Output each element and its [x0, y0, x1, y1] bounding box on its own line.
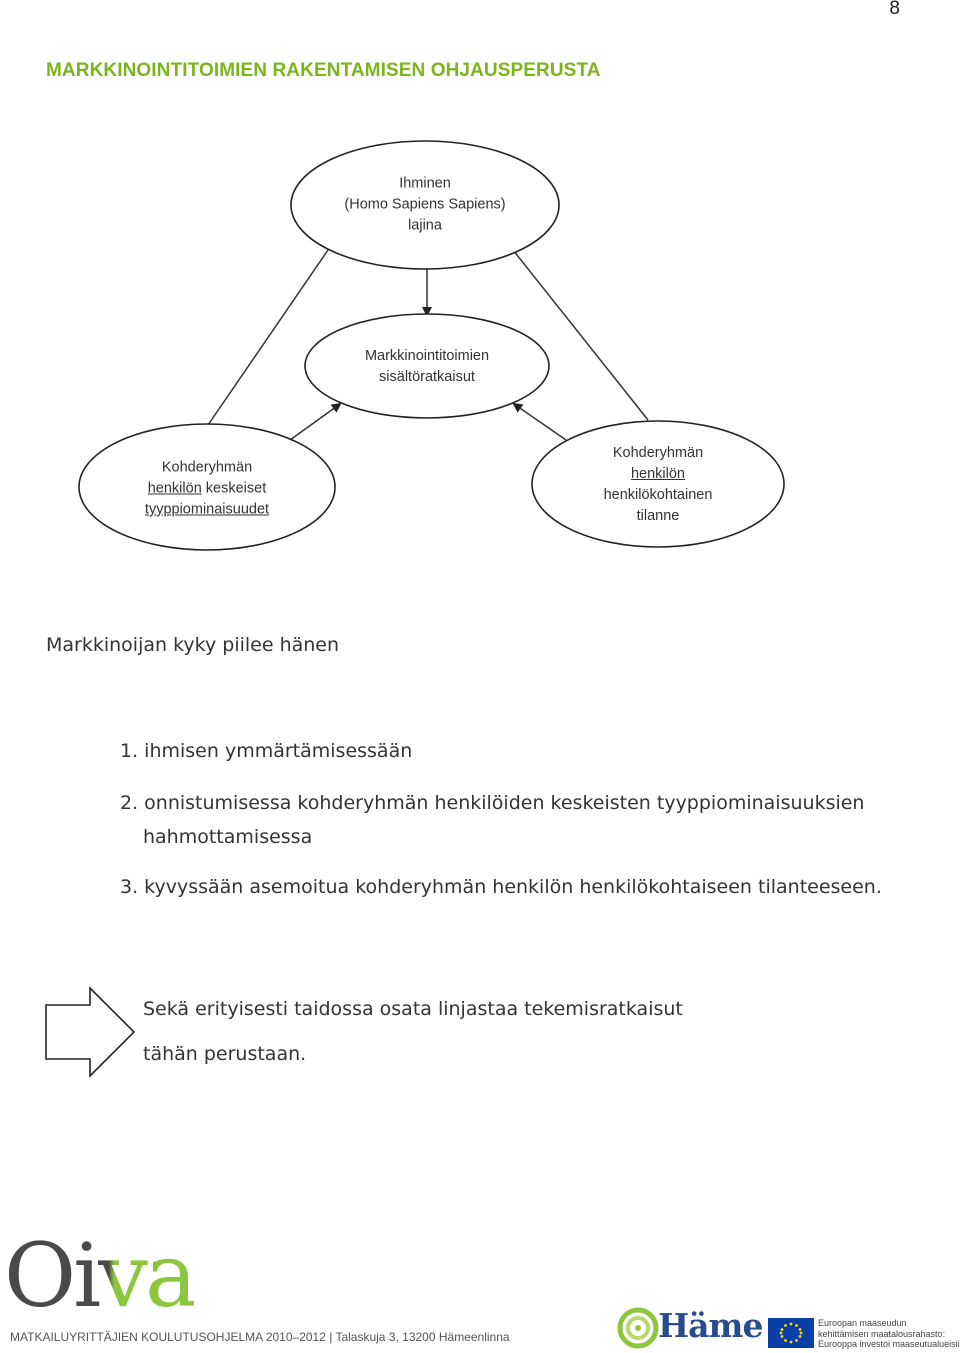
right-arrow-icon: [45, 986, 136, 1078]
hame-swirl-icon: [617, 1307, 659, 1349]
hame-logo: Häme: [616, 1306, 763, 1350]
node-left-line: henkilön keskeiset: [145, 479, 269, 500]
concept-diagram: [78, 140, 785, 551]
oiva-logo: Oiva: [4, 1232, 197, 1320]
node-left-ellipse: [78, 423, 336, 551]
eu-funding-text: Euroopan maaseudun kehittämisen maatalou…: [818, 1318, 960, 1350]
node-right-ellipse: [531, 420, 785, 548]
eu-flag-icon: [768, 1318, 814, 1348]
intro-text: Markkinoijan kyky piilee hänen: [46, 634, 340, 656]
node-center: Markkinointitoimien sisältöratkaisut: [365, 346, 489, 388]
eu-text-line: Eurooppa investoi maaseutualueisiin: [818, 1339, 960, 1349]
underlined-word: henkilön: [630, 466, 685, 482]
node-right-line: henkilökohtainen: [603, 487, 713, 503]
arrow-note-line: Sekä erityisesti taidossa osata linjasta…: [143, 998, 683, 1020]
page-title: MARKKINOINTITOIMIEN RAKENTAMISEN OHJAUSP…: [46, 60, 601, 81]
node-top-line: lajina: [408, 217, 442, 234]
hame-logo-text: Häme: [658, 1306, 763, 1345]
arrow-left-to-center: [289, 402, 342, 441]
node-left-line: tyyppiominaisuudet: [145, 500, 269, 521]
node-center-line: Markkinointitoimien: [364, 348, 490, 364]
footer-program-text: MATKAILUYRITTÄJIEN KOULUTUSOHJELMA 2010–…: [10, 1330, 510, 1344]
list-item-continuation: hahmottamisessa: [143, 826, 313, 848]
arrow-right-to-center: [512, 402, 567, 441]
node-top: Ihminen (Homo Sapiens Sapiens) lajina: [344, 174, 505, 237]
underlined-word: henkilön: [147, 480, 202, 497]
oiva-logo-text: Oiva: [4, 1224, 197, 1327]
node-center-line: sisältöratkaisut: [379, 369, 475, 385]
node-right-line: Kohderyhmän: [612, 445, 704, 461]
list-item: 1. ihmisen ymmärtämisessään: [120, 740, 413, 762]
eu-text-line: Euroopan maaseudun: [818, 1318, 907, 1328]
list-item: 3. kyvyssään asemoitua kohderyhmän henki…: [120, 876, 882, 898]
eu-text-line: kehittämisen maatalousrahasto:: [818, 1328, 946, 1339]
connector-top-left: [207, 249, 329, 426]
connector-top-right: [512, 249, 649, 421]
node-center-ellipse: [304, 313, 550, 419]
node-top-line: Ihminen: [399, 175, 451, 192]
node-right-line: henkilön: [604, 464, 713, 485]
page-number: 8: [889, 0, 900, 19]
node-top-line: (Homo Sapiens Sapiens): [344, 196, 506, 213]
node-top-ellipse: [290, 140, 560, 270]
node-right-line: tilanne: [636, 508, 680, 524]
arrow-note-line: tähän perustaan.: [143, 1043, 307, 1065]
node-right: Kohderyhmän henkilön henkilökohtainen ti…: [604, 443, 713, 527]
list-item: 2. onnistumisessa kohderyhmän henkilöide…: [120, 792, 865, 814]
node-left: Kohderyhmän henkilön keskeiset tyyppiomi…: [145, 458, 269, 521]
node-left-line: Kohderyhmän: [161, 459, 253, 476]
node-left-line-rest: keskeiset: [201, 480, 267, 497]
underlined-word: tyyppiominaisuudet: [144, 501, 270, 518]
